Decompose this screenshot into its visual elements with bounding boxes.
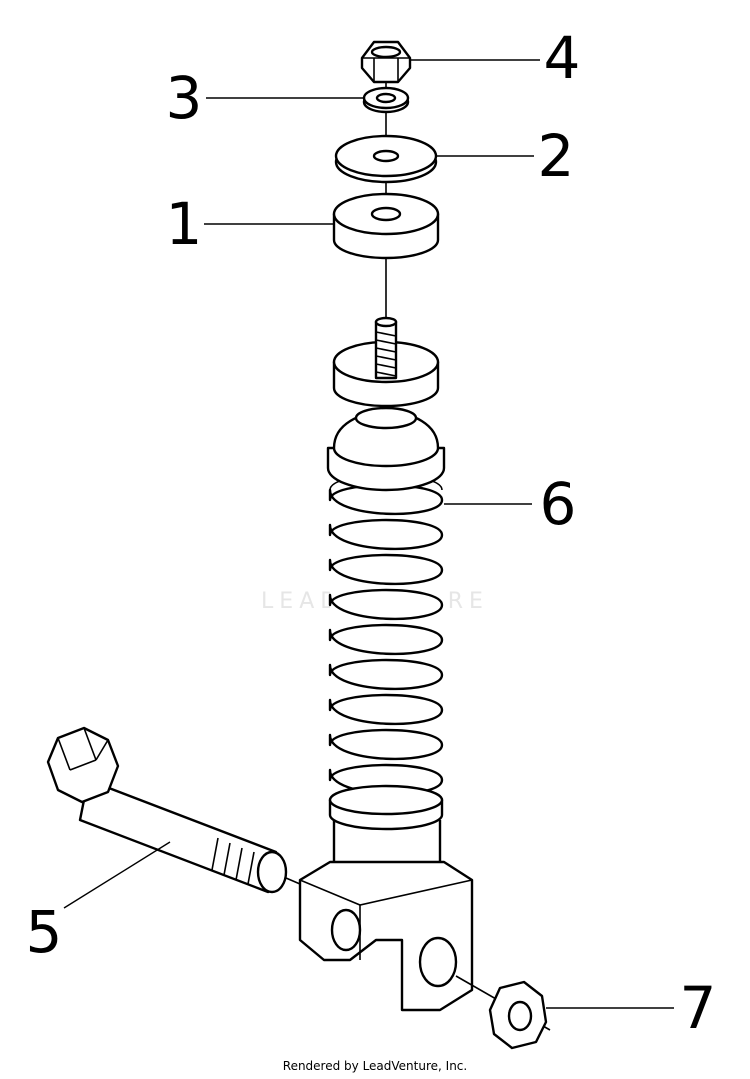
part-1-rubber-bushing (332, 192, 440, 260)
part-2-flat-washer (334, 134, 438, 184)
callout-6: 6 (540, 470, 577, 538)
callout-2: 2 (538, 122, 575, 190)
leader-line-5 (63, 841, 171, 909)
part-6-shock-absorber (298, 316, 474, 1012)
part-5-bolt (46, 726, 288, 894)
callout-7: 7 (680, 974, 717, 1042)
part-3-lock-washer (362, 86, 410, 114)
callout-5: 5 (26, 898, 63, 966)
callout-1: 1 (166, 190, 203, 258)
render-credit: Rendered by LeadVenture, Inc. (283, 1059, 467, 1073)
part-7-hex-nut (488, 980, 548, 1050)
bolt-axis-line (285, 877, 301, 885)
part-4-hex-nut (360, 40, 412, 84)
callout-4: 4 (544, 24, 581, 92)
callout-3: 3 (166, 64, 203, 132)
